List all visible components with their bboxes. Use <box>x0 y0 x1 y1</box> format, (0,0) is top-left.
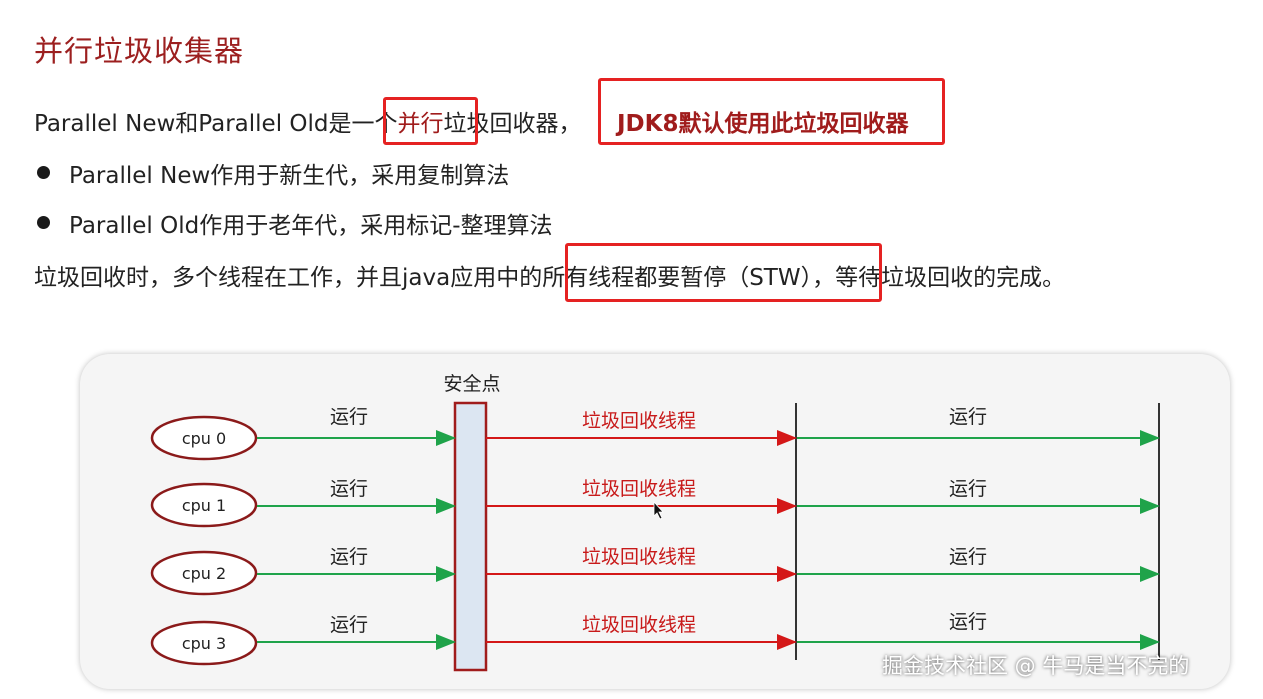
run-label: 运行 <box>330 614 368 636</box>
cpu-label: cpu 3 <box>182 634 226 653</box>
stw-text-1: 垃圾回收时，多个线程在工作，并且java应用中的 <box>34 265 543 291</box>
cpu-row-1: cpu 1 运行 垃圾回收线程 运行 <box>150 478 1160 528</box>
jdk8-default-note: JDK8默认使用此垃圾回收器 <box>617 111 909 137</box>
cpu-ellipse <box>150 415 258 461</box>
gc-thread-label: 垃圾回收线程 <box>582 410 696 432</box>
gc-thread-label: 垃圾回收线程 <box>582 614 696 636</box>
bullet-dot <box>37 166 50 179</box>
bullet-item-parallel-old: Parallel Old作用于老年代，采用标记-整理算法 <box>69 213 553 239</box>
stw-text-2: ，等待垃圾回收的完成。 <box>812 265 1066 291</box>
page-title: 并行垃圾收集器 <box>34 34 245 68</box>
intro-highlight-parallel: 并行 <box>397 111 444 137</box>
intro-text-2: 垃圾回收器， <box>443 111 582 137</box>
intro-text-1: Parallel New和Parallel Old是一个 <box>34 111 398 137</box>
highlight-box-parallel <box>383 97 478 145</box>
intro-line: Parallel New和Parallel Old是一个并行垃圾回收器， <box>34 104 582 138</box>
bullet-item-parallel-new: Parallel New作用于新生代，采用复制算法 <box>69 163 510 189</box>
stw-line: 垃圾回收时，多个线程在工作，并且java应用中的所有线程都要暂停（STW），等待… <box>34 258 1065 292</box>
cpu-ellipse <box>150 550 258 596</box>
safepoint-bar <box>453 401 488 672</box>
cpu-row-3: cpu 3 运行 垃圾回收线程 运行 <box>150 611 1160 666</box>
after-run-label: 运行 <box>949 478 987 500</box>
after-run-label: 运行 <box>949 611 987 633</box>
run-label: 运行 <box>330 478 368 500</box>
bullet-dot <box>37 216 50 229</box>
cpu-label: cpu 2 <box>182 564 226 583</box>
highlight-box-stw <box>565 243 882 302</box>
safepoint-label: 安全点 <box>443 373 500 395</box>
cpu-ellipse <box>150 620 258 666</box>
mouse-cursor-icon <box>653 500 664 520</box>
after-run-label: 运行 <box>949 406 987 428</box>
diagram-panel <box>80 354 1230 689</box>
cpu-ellipse <box>150 482 258 528</box>
after-run-label: 运行 <box>949 546 987 568</box>
cpu-label: cpu 1 <box>182 496 226 515</box>
cpu-row-2: cpu 2 运行 垃圾回收线程 运行 <box>150 546 1160 596</box>
gc-thread-label: 垃圾回收线程 <box>582 546 696 568</box>
stw-highlight: 所有线程都要暂停（STW） <box>542 265 813 291</box>
highlight-box-jdk8 <box>598 78 945 145</box>
run-label: 运行 <box>330 546 368 568</box>
cpu-row-0: cpu 0 运行 垃圾回收线程 运行 <box>150 406 1160 461</box>
run-label: 运行 <box>330 406 368 428</box>
watermark: 掘金技术社区 @ 牛马是当不完的 <box>882 654 1190 678</box>
cpu-label: cpu 0 <box>182 429 226 448</box>
gc-thread-label: 垃圾回收线程 <box>582 478 696 500</box>
